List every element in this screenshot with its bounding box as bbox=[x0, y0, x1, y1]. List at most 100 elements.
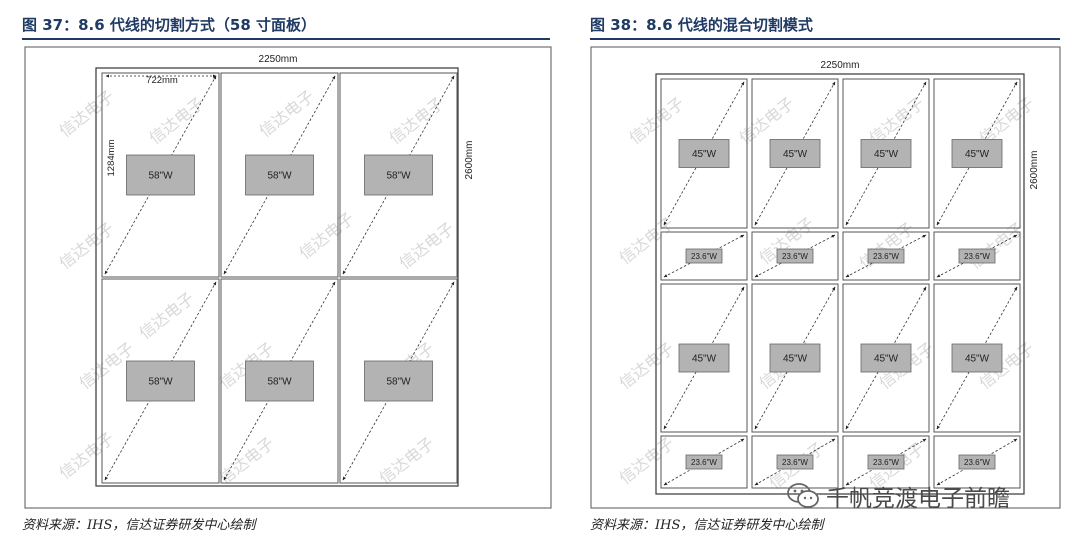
right-cell-small-7: 23.6"W bbox=[842, 231, 930, 281]
right-cell-large-12: 45"W bbox=[933, 283, 1021, 433]
watermark-text: 信达电子 bbox=[626, 94, 688, 148]
right-cell-small-16-panel bbox=[958, 454, 996, 470]
left-title-rule bbox=[22, 38, 550, 40]
right-cell-large-4-panel-label: 45"W bbox=[965, 149, 990, 160]
wechat-account-name: 千帆竞渡电子前瞻 bbox=[826, 486, 1010, 512]
watermark-text: 信达电子 bbox=[856, 219, 918, 273]
watermark-text: 信达电子 bbox=[616, 434, 678, 488]
right-cell-small-13-panel bbox=[685, 454, 723, 470]
right-cell-large-2: 45"W bbox=[751, 78, 839, 229]
left-cell-1-border bbox=[101, 72, 220, 278]
right-source-note: 资料来源：IHS，信达证券研发中心绘制 bbox=[590, 518, 824, 533]
right-cell-small-15-border bbox=[842, 435, 930, 489]
left-glass-substrate bbox=[95, 67, 459, 487]
left-cell-2: 58"W bbox=[220, 72, 339, 278]
right-cell-small-14-panel-label: 23.6"W bbox=[782, 458, 808, 467]
right-cell-large-12-panel-label: 45"W bbox=[965, 354, 990, 365]
left-cell-3-border bbox=[339, 72, 458, 278]
right-cell-large-1: 45"W bbox=[660, 78, 748, 229]
right-cell-large-11: 45"W bbox=[842, 283, 930, 433]
watermark-text: 信达电子 bbox=[966, 219, 1028, 273]
right-cell-large-11-panel bbox=[860, 343, 912, 373]
left-cell-1-panel-label: 58"W bbox=[148, 171, 173, 182]
right-cell-small-7-border bbox=[842, 231, 930, 281]
right-cell-small-13-panel-label: 23.6"W bbox=[691, 458, 717, 467]
left-cell-6: 58"W bbox=[339, 278, 458, 484]
right-outer-frame bbox=[590, 46, 1061, 509]
right-cell-small-14-panel bbox=[776, 454, 814, 470]
right-cell-large-12-panel bbox=[951, 343, 1003, 373]
right-cell-large-9: 45"W bbox=[660, 283, 748, 433]
left-cell-2-panel bbox=[245, 154, 314, 196]
right-cell-large-11-panel-label: 45"W bbox=[874, 354, 899, 365]
right-cell-large-3-panel bbox=[860, 139, 912, 168]
wechat-icon bbox=[787, 483, 819, 508]
left-cell-5-border bbox=[220, 278, 339, 484]
right-cell-small-7-panel-label: 23.6"W bbox=[873, 252, 899, 261]
right-figure-title: 图 38：8.6 代线的混合切割模式 bbox=[590, 16, 813, 34]
left-cell-4: 58"W bbox=[101, 278, 220, 484]
left-cell-6-panel bbox=[364, 360, 433, 402]
right-cell-small-7-panel bbox=[867, 248, 905, 264]
left-cell-1-panel bbox=[126, 154, 195, 196]
right-cell-large-3-panel-label: 45"W bbox=[874, 149, 899, 160]
right-cell-small-15-panel bbox=[867, 454, 905, 470]
left-cell-4-border bbox=[101, 278, 220, 484]
left-outer-frame bbox=[24, 46, 552, 509]
right-cell-small-6-border bbox=[751, 231, 839, 281]
right-cell-small-16: 23.6"W bbox=[933, 435, 1021, 489]
left-figure-title: 图 37：8.6 代线的切割方式（58 寸面板） bbox=[22, 16, 316, 34]
right-cell-small-16-border bbox=[933, 435, 1021, 489]
right-cell-small-16-panel-label: 23.6"W bbox=[964, 458, 990, 467]
right-cell-small-5-border bbox=[660, 231, 748, 281]
right-cell-small-6-panel bbox=[776, 248, 814, 264]
right-cell-small-5: 23.6"W bbox=[660, 231, 748, 281]
right-cell-small-8-panel bbox=[958, 248, 996, 264]
right-cell-large-2-border bbox=[751, 78, 839, 229]
right-cell-large-10-panel bbox=[769, 343, 821, 373]
right-cell-large-4-panel bbox=[951, 139, 1003, 168]
right-cell-large-11-border bbox=[842, 283, 930, 433]
left-dim-cell-width: 722mm bbox=[146, 75, 178, 86]
left-cell-3-panel-label: 58"W bbox=[386, 171, 411, 182]
right-cell-small-13: 23.6"W bbox=[660, 435, 748, 489]
right-cell-large-1-panel-label: 45"W bbox=[692, 149, 717, 160]
right-cell-large-4: 45"W bbox=[933, 78, 1021, 229]
left-dim-height: 2600mm bbox=[464, 141, 475, 180]
right-cell-small-15: 23.6"W bbox=[842, 435, 930, 489]
right-cell-small-5-panel bbox=[685, 248, 723, 264]
right-cell-large-1-panel bbox=[678, 139, 730, 168]
right-cell-large-10-panel-label: 45"W bbox=[783, 354, 808, 365]
right-cell-small-6-panel-label: 23.6"W bbox=[782, 252, 808, 261]
right-cell-small-14-border bbox=[751, 435, 839, 489]
left-cell-5: 58"W bbox=[220, 278, 339, 484]
watermark-text: 信达电子 bbox=[616, 339, 678, 393]
right-cell-small-8-panel-label: 23.6"W bbox=[964, 252, 990, 261]
left-cell-6-panel-label: 58"W bbox=[386, 377, 411, 388]
right-cell-large-2-panel-label: 45"W bbox=[783, 149, 808, 160]
right-cell-small-14: 23.6"W bbox=[751, 435, 839, 489]
left-cell-1: 58"W bbox=[101, 72, 220, 278]
right-cell-large-4-border bbox=[933, 78, 1021, 229]
left-cell-4-panel bbox=[126, 360, 195, 402]
watermark-text: 信达电子 bbox=[616, 214, 678, 268]
right-cell-small-13-border bbox=[660, 435, 748, 489]
right-cell-large-10-border bbox=[751, 283, 839, 433]
left-cell-5-panel-label: 58"W bbox=[267, 377, 292, 388]
right-title-rule bbox=[590, 38, 1060, 40]
right-cell-large-9-panel-label: 45"W bbox=[692, 354, 717, 365]
right-dim-width: 2250mm bbox=[821, 60, 860, 71]
right-cell-large-1-border bbox=[660, 78, 748, 229]
left-cell-4-panel-label: 58"W bbox=[148, 377, 173, 388]
right-cell-small-6: 23.6"W bbox=[751, 231, 839, 281]
left-cell-5-panel bbox=[245, 360, 314, 402]
left-cell-2-panel-label: 58"W bbox=[267, 171, 292, 182]
left-cell-6-border bbox=[339, 278, 458, 484]
left-cell-3-panel bbox=[364, 154, 433, 196]
left-dim-width: 2250mm bbox=[259, 54, 298, 65]
right-dim-height: 2600mm bbox=[1029, 151, 1040, 190]
right-cell-large-9-panel bbox=[678, 343, 730, 373]
right-cell-small-15-panel-label: 23.6"W bbox=[873, 458, 899, 467]
